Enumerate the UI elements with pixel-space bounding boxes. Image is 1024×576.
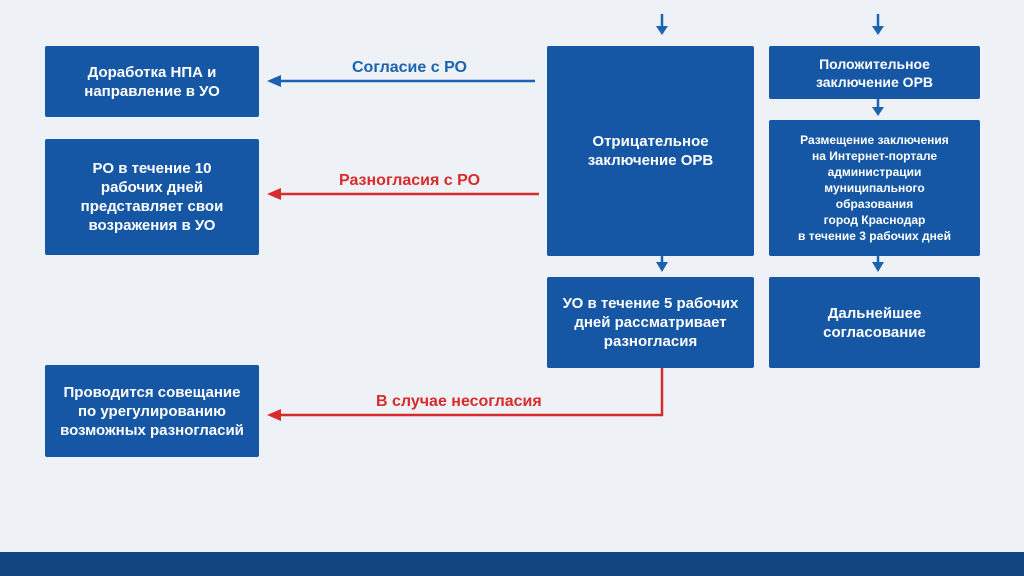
box-further: Дальнейшее согласование [769,277,980,368]
label-no-agreement: В случае несогласия [376,393,542,410]
down-arrow-placement-to-further [872,256,884,272]
down-arrow-top-negative [656,14,668,35]
box-dorabotka-text: Доработка НПА и направление в УО [84,63,220,100]
box-uo-5-days: УО в течение 5 рабочих дней рассматривае… [547,277,754,368]
box-positive: Положительное заключение ОРВ [769,46,980,99]
box-meeting-text: Проводится совещание по урегулированию в… [60,383,244,439]
box-ro-10-days: РО в течение 10 рабочих дней представляе… [45,139,259,255]
down-arrow-negative-to-uo [656,256,668,272]
box-positive-text: Положительное заключение ОРВ [815,55,934,90]
arrow-disagreement [267,188,539,200]
arrow-agreement [267,75,535,87]
box-dorabotka: Доработка НПА и направление в УО [45,46,259,117]
box-negative-text: Отрицательное заключение ОРВ [587,133,714,169]
footer-bar [0,552,1024,576]
label-disagreement: Разногласия с РО [339,172,481,189]
box-ro-10-days-text: РО в течение 10 рабочих дней представляе… [80,160,224,234]
down-arrow-top-positive [872,14,884,35]
connectors [267,14,884,421]
box-negative: Отрицательное заключение ОРВ [547,46,754,256]
box-uo-5-days-text: УО в течение 5 рабочих дней рассматривае… [562,295,739,350]
box-meeting: Проводится совещание по урегулированию в… [45,365,259,457]
box-further-text: Дальнейшее согласование [823,304,926,341]
box-placement-text: Размещение заключения на Интернет-портал… [798,133,951,243]
label-agreement: Согласие с РО [352,59,467,76]
arrow-no-agreement [267,368,664,421]
box-placement: Размещение заключения на Интернет-портал… [769,120,980,256]
down-arrow-positive-to-placement [872,98,884,116]
